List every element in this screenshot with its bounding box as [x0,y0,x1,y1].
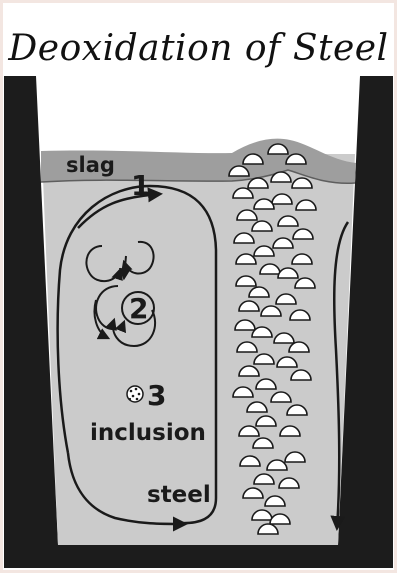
steel-label: steel [147,482,211,508]
zone-1-label: 1 [131,169,150,202]
zone-2-label: 2 [129,292,148,325]
zone-3-label: 3 [147,379,166,412]
dotted-particle-icon [127,386,143,402]
inclusion-label: inclusion [90,420,206,446]
slag-label: slag [66,153,115,177]
